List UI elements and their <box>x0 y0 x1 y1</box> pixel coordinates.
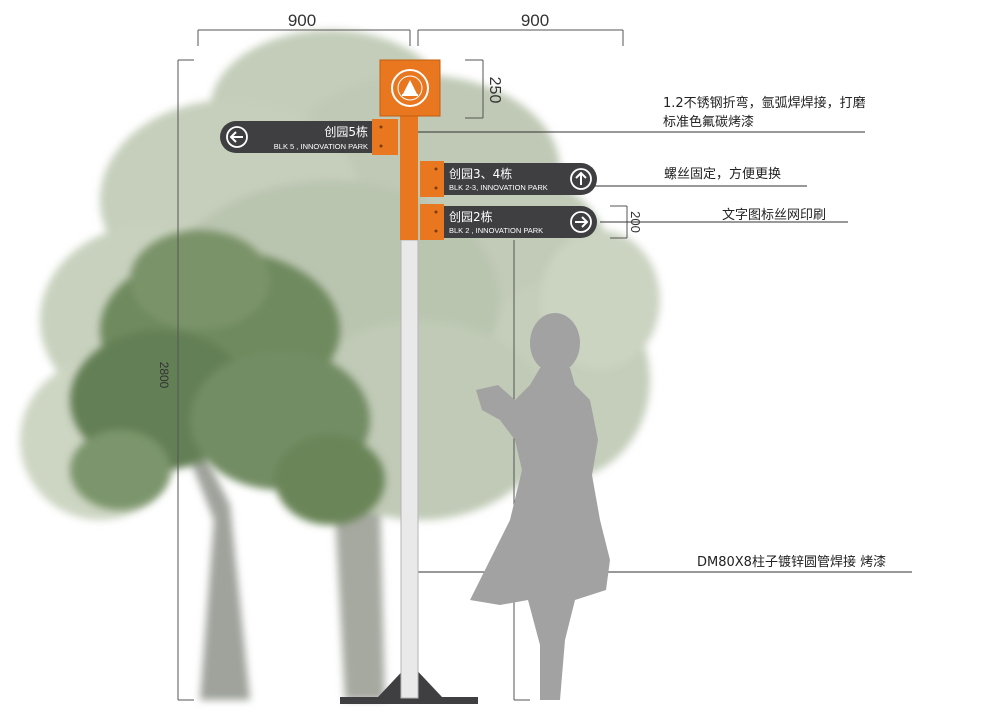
human-silhouette <box>470 313 610 700</box>
note-material-line2: 标准色氟碳烤漆 <box>663 114 754 130</box>
note-printing: 文字图标丝网印刷 <box>722 208 826 223</box>
note-material-line1: 1.2不锈钢折弯，氩弧焊焊接，打磨 <box>663 95 866 111</box>
sign-blk2-en: BLK 2 , INNOVATION PARK <box>449 226 543 235</box>
dim-top-box-height: 250 <box>486 77 503 104</box>
arrow-left-icon <box>226 126 248 148</box>
school-emblem-icon <box>391 69 429 107</box>
pole-orange-sleeve <box>400 116 418 240</box>
sign-blk5-cn: 创园5栋 <box>324 124 368 139</box>
direction-sign-blk2-3: 创园3、4栋 BLK 2-3, INNOVATION PARK <box>420 161 597 197</box>
signpost-pole <box>400 239 419 699</box>
sign-blk2-cn: 创园2栋 <box>449 209 493 224</box>
dim-top-left-width: 900 <box>288 11 316 30</box>
sign-blk2-3-cn: 创园3、4栋 <box>449 166 512 181</box>
sign-blk5-en: BLK 5 , INNOVATION PARK <box>274 142 368 151</box>
direction-sign-blk2: 创园2栋 BLK 2 , INNOVATION PARK <box>420 204 597 240</box>
background-tree-dark <box>70 230 385 525</box>
dimension-lines <box>177 29 628 701</box>
arrow-up-icon <box>570 168 592 190</box>
note-pole: DM80X8柱子镀锌圆管焊接 烤漆 <box>697 554 886 570</box>
direction-sign-blk5: 创园5栋 BLK 5 , INNOVATION PARK <box>220 119 398 155</box>
arrow-right-icon <box>570 211 592 233</box>
note-fixing: 螺丝固定，方便更换 <box>664 166 781 182</box>
sign-blk2-3-en: BLK 2-3, INNOVATION PARK <box>449 183 548 192</box>
dim-total-height: 2800 <box>157 362 171 389</box>
dim-top-right-width: 900 <box>521 11 549 30</box>
